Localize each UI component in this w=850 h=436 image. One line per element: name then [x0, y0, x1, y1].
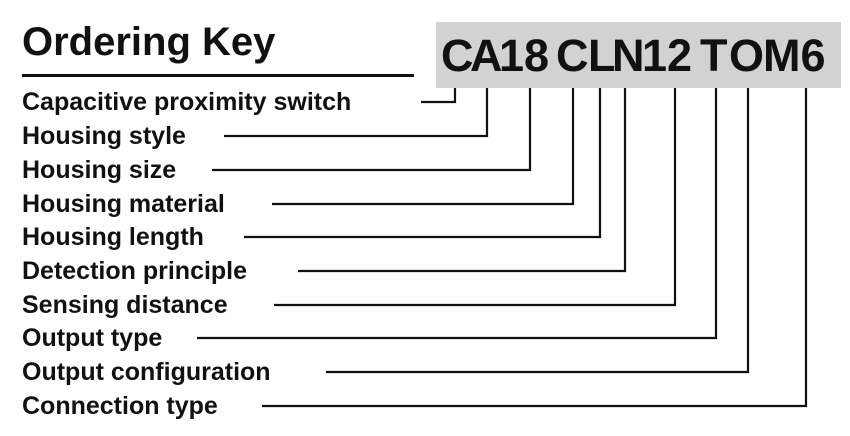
leader-line-6	[298, 88, 627, 273]
leader-line-3	[212, 88, 532, 172]
code-segment-5: L	[588, 30, 616, 81]
label-detection-principle: Detection principle	[22, 257, 248, 285]
code-segment-9: O	[729, 30, 765, 81]
title-underline	[22, 74, 414, 77]
leader-line-4	[272, 88, 575, 206]
leader-line-2	[224, 88, 489, 138]
code-segment-4: C	[556, 30, 589, 81]
code-segment-6: N	[612, 30, 645, 81]
leader-line-1	[421, 88, 457, 104]
code-segment-2: A	[470, 30, 503, 81]
label-output-type: Output type	[22, 324, 163, 352]
label-connection-type: Connection type	[22, 392, 218, 420]
label-output-configuration: Output configuration	[22, 358, 271, 386]
leader-line-9	[326, 88, 750, 374]
label-housing-length: Housing length	[22, 223, 204, 251]
leader-line-7	[274, 88, 677, 307]
model-code-box	[436, 22, 841, 88]
code-segment-10: M6	[763, 30, 826, 81]
code-segment-3: 18	[499, 30, 550, 81]
code-segment-8: T	[700, 30, 728, 81]
label-sensing-distance: Sensing distance	[22, 291, 228, 319]
label-capacitive-proximity-switch: Capacitive proximity switch	[22, 88, 352, 116]
code-segment-1: C	[441, 30, 474, 81]
leader-line-8	[197, 88, 718, 340]
ordering-key-title: Ordering Key	[22, 20, 276, 64]
leader-line-10	[262, 88, 808, 408]
leader-line-5	[244, 88, 602, 239]
label-housing-material: Housing material	[22, 190, 225, 218]
label-housing-style: Housing style	[22, 122, 186, 150]
label-housing-size: Housing size	[22, 156, 177, 184]
code-segment-7: 12	[642, 30, 693, 81]
